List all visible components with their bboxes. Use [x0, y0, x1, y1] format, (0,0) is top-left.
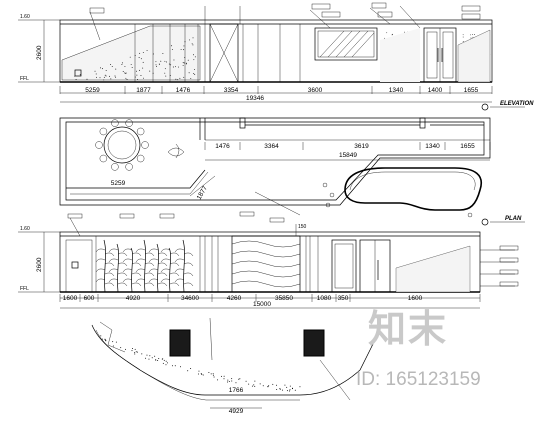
elevation-1-height-dim: 2600	[36, 45, 43, 60]
watermark: 知末 ID: 165123159	[356, 309, 481, 390]
dimension-label: 1655	[460, 143, 475, 150]
dimension-label: 5259	[85, 87, 100, 94]
elevation-2-top-level: 1.60	[20, 226, 30, 232]
watermark-logo: 知末	[368, 309, 448, 351]
dimension-label: 3364	[264, 143, 279, 150]
dimension-label: 3600	[308, 87, 323, 94]
chair	[99, 127, 108, 136]
elevation-2: 1.60 FFL 2600 150	[18, 211, 519, 309]
dimension-label: 1400	[428, 87, 443, 94]
dimension-label: 1476	[176, 87, 191, 94]
chair	[111, 119, 119, 127]
chair	[99, 154, 108, 163]
elevation-2-callouts	[67, 211, 519, 287]
bamboo-plants	[95, 239, 194, 293]
dimension-label: 35850	[275, 295, 293, 302]
dimension-label: 600	[84, 295, 95, 302]
elevation-1-title: ELEVATION	[500, 101, 534, 107]
floor-plan: 1476 3364 3619 1340 1655 15849 5259 1877 PLA…	[59, 117, 525, 226]
elevation-1-top-level: 1.60	[20, 14, 30, 20]
dimension-label: 1600	[63, 295, 78, 302]
dimension-label: 1080	[317, 295, 332, 302]
elevation-2-side-note: 150	[298, 224, 307, 230]
plan-title: PLAN	[505, 216, 522, 222]
partial-plan-dim-1: 1766	[229, 387, 244, 394]
dining-chairs	[95, 119, 149, 171]
dimension-label: 1655	[464, 87, 479, 94]
dimension-label: 3619	[354, 143, 369, 150]
chair	[141, 141, 149, 149]
dimension-label: 1600	[408, 295, 423, 302]
elevation-2-floor-level: FFL	[20, 286, 29, 292]
elevation-1: 1.60 FFL 2600	[18, 2, 534, 292]
elevation-1-dimensions: 5259 1877 1476 3354 3600 1340 1400 1655	[59, 86, 493, 94]
dimension-label: 1340	[425, 143, 440, 150]
partial-plan-edge-stipple	[100, 335, 301, 392]
plan-diag-dim-a: 5259	[111, 180, 126, 187]
plan-dimensions: 1476 3364 3619 1340 1655	[204, 142, 491, 150]
dimension-label: 1877	[136, 87, 151, 94]
dimension-label: 3354	[224, 87, 239, 94]
elevation-2-height-dim: 2600	[36, 257, 43, 272]
chair	[136, 154, 145, 163]
elevation-1-floor-level: FFL	[20, 76, 29, 82]
partial-plan-column-1	[169, 329, 191, 357]
dimension-label: 4260	[227, 295, 242, 302]
wave-pattern	[231, 240, 301, 288]
dimension-label: 1340	[389, 87, 404, 94]
plan-diag-dim-b: 1877	[196, 185, 209, 201]
elevation-1-total-dim: 19346	[246, 95, 264, 102]
elevation-2-total-dim: 15000	[253, 301, 271, 308]
partial-plan: 1766 4929	[91, 317, 381, 415]
watermark-id: ID: 165123159	[356, 369, 481, 390]
chair	[125, 119, 133, 127]
elevation-2-dimensions: 1600 600 4920 34600 4260 35850 1080 350 1600	[59, 294, 481, 302]
chair	[111, 163, 119, 171]
dimension-label: 350	[338, 295, 349, 302]
dimension-label: 1476	[215, 143, 230, 150]
window-hatch	[319, 30, 375, 58]
chair	[125, 163, 133, 171]
plan-total-dim: 15849	[339, 152, 357, 159]
chair	[136, 127, 145, 136]
chair	[95, 141, 103, 149]
dimension-label: 4920	[126, 295, 141, 302]
partial-plan-column-2	[303, 329, 325, 357]
partial-plan-dim-2: 4929	[229, 408, 244, 415]
dimension-label: 34600	[181, 295, 199, 302]
